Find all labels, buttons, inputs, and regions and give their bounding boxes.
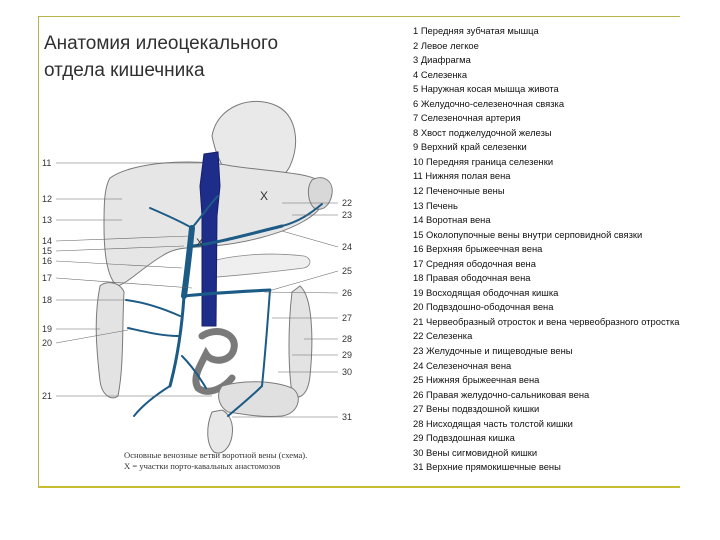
figure-label: 19 (42, 324, 52, 334)
figure-label: 21 (42, 391, 52, 401)
figure-caption-line-2: X = участки порто-кавальных анастомозов (124, 460, 281, 471)
legend-item: 11 Нижняя полая вена (413, 170, 511, 182)
figure-label: 24 (342, 242, 352, 252)
anastomosis-mark: X (196, 237, 204, 249)
figure-label: 31 (342, 412, 352, 422)
legend-item: 26 Правая желудочно-сальниковая вена (413, 388, 590, 400)
portal-vein-branches (125, 195, 323, 417)
right-callouts: 22 23 24 25 26 27 28 29 30 31 (342, 198, 352, 422)
figure-label: 18 (42, 295, 52, 305)
frame-bottom-line (38, 486, 680, 488)
legend-item: 25 Нижняя брыжеечная вена (413, 374, 540, 386)
legend-item: 18 Правая ободочная вена (413, 272, 531, 284)
figure-label: 17 (42, 273, 52, 283)
inferior-vena-cava (199, 151, 221, 327)
figure-label: 30 (342, 367, 352, 377)
sigmoid-colon-shape (218, 381, 299, 417)
figure-label: 27 (342, 313, 352, 323)
legend-list: 1 Передняя зубчатая мышца 2 Левое легкое… (413, 24, 713, 475)
slide-title-line-2: отдела кишечника (44, 60, 205, 81)
figure-label: 11 (42, 158, 51, 168)
legend-item: 15 Околопупочные вены внутри серповидной… (413, 228, 643, 240)
frame-left-line (38, 16, 39, 486)
frame-top-line (38, 16, 680, 17)
slide-title-line-1: Анатомия илеоцекального (44, 33, 279, 54)
legend-item: 29 Подвздошная кишка (413, 432, 515, 444)
figure-label: 28 (342, 334, 352, 344)
legend-item: 24 Селезеночная вена (413, 359, 512, 371)
legend-item: 9 Верхний край селезенки (413, 141, 527, 153)
legend-item: 20 Подвздошно-ободочная вена (413, 301, 554, 313)
descending-colon-shape (288, 285, 313, 398)
legend-item: 17 Средняя ободочная вена (413, 257, 536, 269)
legend-item: 23 Желудочные и пищеводные вены (413, 345, 573, 357)
legend-item: 13 Печень (413, 199, 458, 211)
legend-item: 6 Желудочно-селезеночная связка (413, 97, 565, 109)
pancreas-shape (201, 253, 311, 279)
small-intestine-shape (192, 328, 238, 395)
legend-item: 4 Селезенка (413, 68, 468, 80)
left-callouts: 11 12 13 14 15 16 17 18 19 20 21 (42, 158, 52, 401)
figure-label: 29 (342, 350, 352, 360)
right-leader-lines (232, 202, 339, 418)
legend-item: 8 Хвост поджелудочной железы (413, 126, 552, 138)
legend-item: 22 Селезенка (413, 330, 473, 342)
legend-item: 31 Верхние прямокишечные вены (413, 461, 561, 473)
figure-caption-line-1: Основные венозные ветви воротной вены (с… (124, 450, 308, 460)
figure-caption: Основные венозные ветви воротной вены (с… (124, 450, 364, 471)
figure-label: 20 (42, 338, 52, 348)
figure-label: 14 (42, 236, 52, 246)
legend-item: 5 Наружная косая мышца живота (413, 83, 559, 95)
legend-item: 28 Нисходящая часть толстой кишки (413, 417, 573, 429)
legend-item: 7 Селезеночная артерия (413, 112, 521, 124)
legend-item: 27 Вены подвздошной кишки (413, 403, 540, 415)
figure-label: 16 (42, 256, 52, 266)
legend-item: 19 Восходящая ободочная кишка (413, 286, 559, 298)
left-leader-lines (55, 162, 212, 397)
legend-item: 16 Верхняя брыжеечная вена (413, 243, 543, 255)
legend-item: 2 Левое легкое (413, 39, 479, 51)
legend-item: 1 Передняя зубчатая мышца (413, 25, 539, 36)
figure-label: 15 (42, 246, 52, 256)
slide-title: Анатомия илеоцекального отдела кишечника (44, 30, 344, 84)
spleen-shape (307, 177, 333, 210)
legend-item: 3 Диафрагма (413, 54, 471, 66)
figure-label: 23 (342, 210, 352, 220)
figure-label: 13 (42, 215, 52, 225)
legend-item: 14 Воротная вена (413, 214, 491, 226)
legend-item: 10 Передняя граница селезенки (413, 155, 554, 167)
rectum-shape (207, 409, 233, 454)
figure-label: 26 (342, 288, 352, 298)
anastomosis-mark: X (260, 189, 268, 203)
figure-label: 25 (342, 266, 352, 276)
figure-label: 22 (342, 198, 352, 208)
legend-item: 21 Червеобразный отросток и вена червеоб… (413, 315, 680, 327)
legend-item: 12 Печеночные вены (413, 185, 505, 197)
figure-label: 12 (42, 194, 52, 204)
portal-vein-illustration: X X 11 12 13 14 15 16 17 18 19 20 21 22 … (42, 101, 352, 454)
legend-item: 30 Вены сигмовидной кишки (413, 446, 538, 458)
